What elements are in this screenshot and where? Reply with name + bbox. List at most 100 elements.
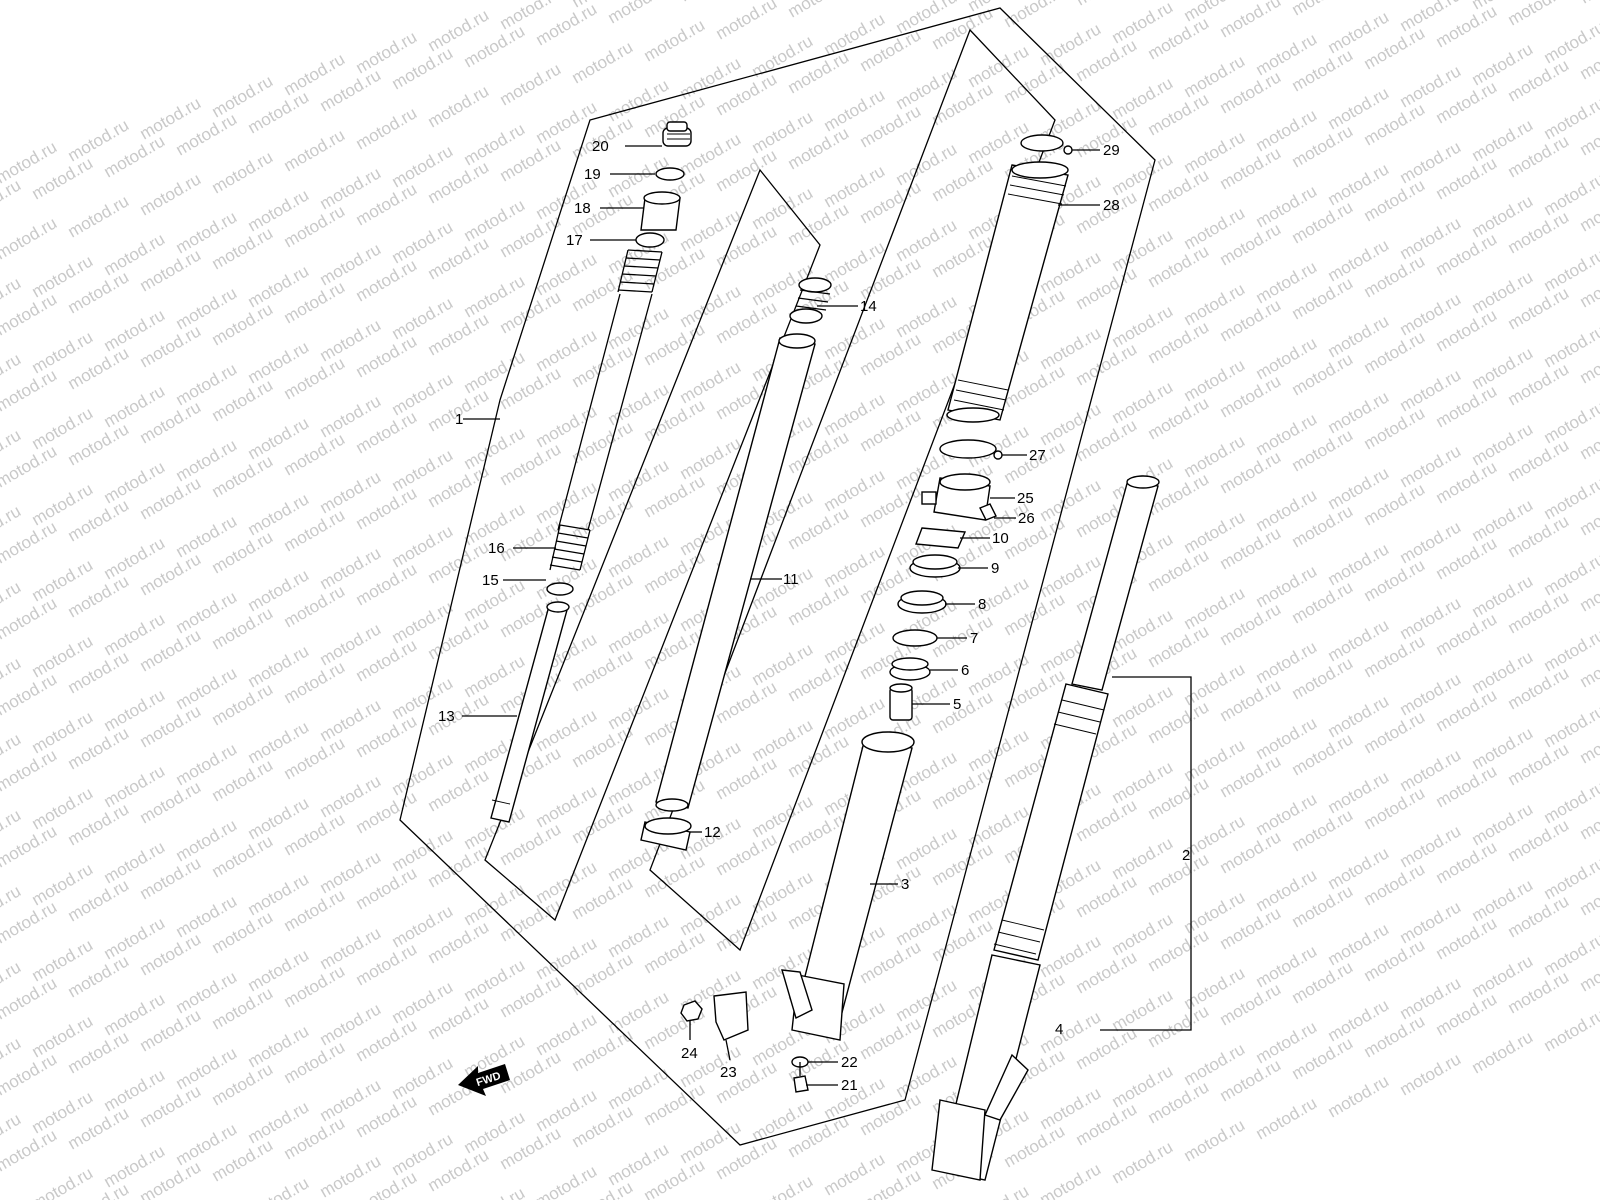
dust-seal-part	[909, 554, 961, 578]
rebound-spring-part	[549, 524, 591, 571]
damper-group-outline	[484, 168, 821, 922]
watermark-text: motod.ru	[641, 15, 709, 65]
callout-16: 16	[488, 540, 505, 557]
callout-labels: 20 19 18 17 1 16 15 13 14 11 12 29 28 27…	[438, 138, 1190, 1094]
callout-5: 5	[953, 696, 961, 713]
fork-spring-part	[789, 277, 832, 324]
bracket-2-4	[1100, 676, 1192, 1031]
watermark-text: motod.ru	[497, 59, 565, 109]
watermark-text: motod.ru	[713, 0, 781, 43]
callout-17: 17	[566, 232, 583, 249]
watermark-text: motod.ru	[353, 103, 421, 153]
callout-21: 21	[841, 1077, 858, 1094]
gasket-part	[915, 527, 967, 549]
boot-clamp-top-part	[1020, 134, 1073, 155]
callout-6: 6	[961, 662, 969, 679]
callout-23: 23	[720, 1064, 737, 1081]
callout-19: 19	[584, 166, 601, 183]
watermark-text: motod.ru	[29, 1163, 97, 1200]
callout-20: 20	[592, 138, 609, 155]
callout-18: 18	[574, 200, 591, 217]
boot-clamp-bottom-part	[939, 439, 1003, 460]
damper-rod-tube	[557, 293, 653, 531]
tube-group-outline	[649, 28, 1056, 952]
watermark-text: motod.ru	[425, 81, 493, 131]
leader-lines	[462, 145, 1100, 1086]
callout-24: 24	[681, 1045, 698, 1062]
watermark-text: motod.ru	[605, 0, 673, 27]
watermark-text: motod.ru	[461, 1183, 529, 1200]
watermark-text: motod.ru	[1505, 0, 1573, 29]
rod-ring-part	[546, 582, 574, 596]
watermark-text: motod.ru	[1217, 0, 1285, 41]
watermark-text: motod.ru	[1253, 1093, 1321, 1143]
watermark-text: motod.ru	[65, 191, 133, 241]
slide-bushing-part	[640, 817, 692, 851]
watermark-text: motod.ru	[245, 1173, 313, 1200]
watermark-text: motod.ru	[137, 169, 205, 219]
watermark-text: motod.ru	[1289, 0, 1357, 19]
watermark-text: motod.ru	[1037, 1159, 1105, 1200]
watermark-text: motod.ru	[569, 37, 637, 87]
axle-holder-part	[713, 991, 749, 1041]
forward-direction-arrow: FWD	[458, 1064, 510, 1096]
watermark-text: motod.ru	[1073, 0, 1141, 9]
callout-9: 9	[991, 560, 999, 577]
callout-8: 8	[978, 596, 986, 613]
callout-7: 7	[970, 630, 978, 647]
watermark-text: motod.ru	[1325, 1071, 1393, 1121]
outer-tube-part	[781, 731, 915, 1041]
o-ring-part	[655, 167, 685, 181]
inner-tube-part	[655, 333, 816, 812]
callout-12: 12	[704, 824, 721, 841]
callout-27: 27	[1029, 447, 1046, 464]
top-spring-coils	[617, 249, 663, 293]
watermark-text: motod.ru	[1541, 1005, 1600, 1055]
callout-29: 29	[1103, 142, 1120, 159]
spacer-collar-part	[640, 191, 681, 231]
watermark-text: motod.ru	[209, 147, 277, 197]
damper-rod-part	[490, 601, 570, 823]
watermark-text: motod.ru	[677, 0, 745, 5]
oil-seal-part	[897, 590, 947, 614]
guide-bushing-part	[889, 657, 931, 681]
watermark-text: motod.ru	[1397, 1049, 1465, 1099]
guard-holder-part	[921, 473, 991, 521]
callout-14: 14	[860, 298, 877, 315]
watermark-text: motod.ru	[1577, 0, 1600, 7]
callout-10: 10	[992, 530, 1009, 547]
washer-part	[635, 232, 665, 248]
callout-15: 15	[482, 572, 499, 589]
seal-washer-part	[892, 629, 938, 647]
callout-26: 26	[1018, 510, 1035, 527]
assembly-1-outline	[399, 7, 1156, 1146]
bottom-bolt-part	[793, 1062, 809, 1093]
watermark-text: motod.ru	[0, 175, 24, 225]
watermark-text: motod.ru	[1109, 1137, 1177, 1187]
callout-11: 11	[783, 571, 799, 588]
watermark-text: motod.ru	[281, 125, 349, 175]
callout-28: 28	[1103, 197, 1120, 214]
watermark-text: motod.ru	[533, 1161, 601, 1200]
watermark-text: motod.ru	[785, 0, 853, 21]
oil-lock-piece-part	[889, 683, 913, 721]
callout-2: 2	[1182, 847, 1190, 864]
cap-bolt-part	[662, 121, 692, 147]
watermark-text: motod.ru	[0, 213, 60, 263]
dust-boot-part	[946, 161, 1069, 423]
callout-3: 3	[901, 876, 909, 893]
callout-1: 1	[455, 411, 463, 428]
front-fork-assembly-part	[931, 475, 1160, 1181]
watermark-text: motod.ru	[1001, 0, 1069, 31]
holder-screw-part	[979, 503, 997, 521]
callout-22: 22	[841, 1054, 858, 1071]
watermark-text: motod.ru	[1469, 1027, 1537, 1077]
callout-13: 13	[438, 708, 455, 725]
watermark-text: motod.ru	[749, 1171, 817, 1200]
watermark-text: motod.ru	[1181, 1115, 1249, 1165]
watermark-text: motod.ru	[965, 1181, 1033, 1200]
callout-4: 4	[1055, 1021, 1063, 1038]
callout-25: 25	[1017, 490, 1034, 507]
holder-nut-part	[680, 1000, 703, 1022]
